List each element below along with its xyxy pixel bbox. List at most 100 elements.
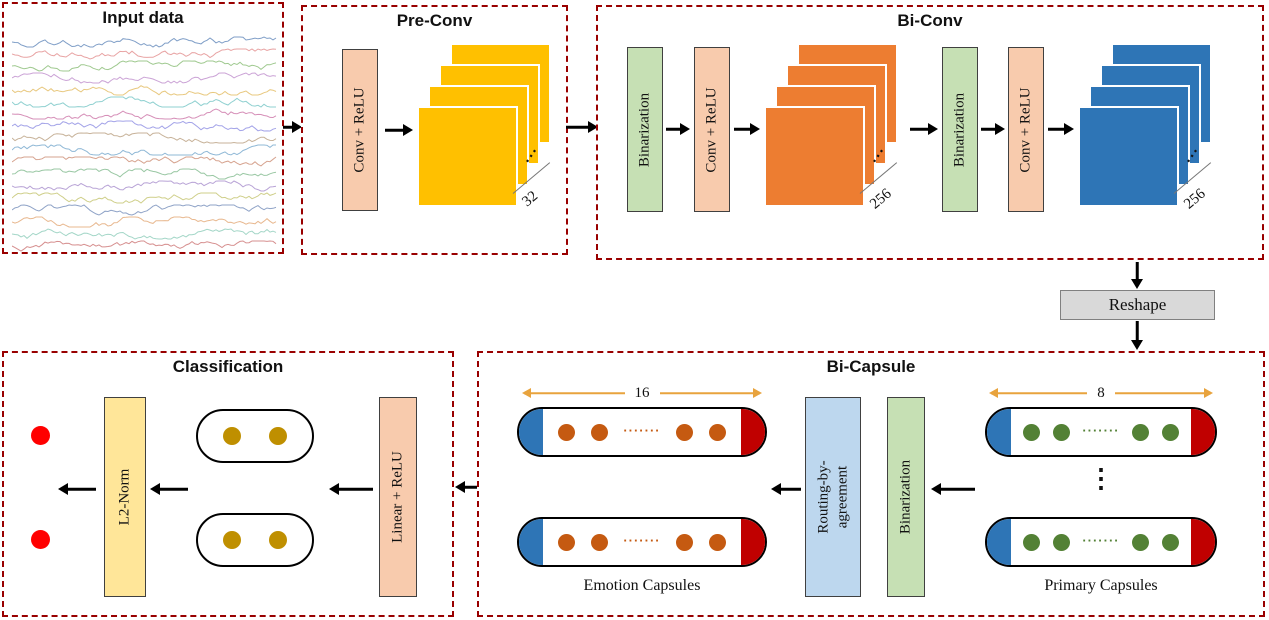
arrow — [981, 122, 1005, 136]
arrow-routing-to-emotion — [771, 482, 801, 496]
capsule-dot — [558, 423, 576, 441]
dim-arrowhead-right — [1204, 388, 1213, 398]
stack-count: 32 — [519, 188, 542, 211]
capsule-dot — [708, 533, 726, 551]
capsule-dot — [1161, 533, 1179, 551]
arrow-primary-to-binarization — [931, 482, 975, 496]
output-dot-2 — [31, 530, 50, 549]
capsule-dot — [1132, 533, 1150, 551]
stack-count: 256 — [1181, 185, 1209, 213]
capsule-left-cap — [987, 409, 1011, 455]
dim-arrowhead-left — [522, 388, 531, 398]
capsule-dot — [590, 423, 608, 441]
arrow-linear-to-capsules — [329, 482, 373, 496]
arrow — [734, 122, 760, 136]
input-data-title: Input data — [102, 8, 184, 27]
feature-map-stack-256a: ··· 256 — [764, 43, 904, 213]
dimension-arrow-16: 16 — [522, 383, 762, 403]
arrow — [666, 122, 690, 136]
capsule-dot — [1052, 533, 1070, 551]
pre-conv-title: Pre-Conv — [396, 11, 473, 30]
l2-norm-box: L2-Norm — [104, 397, 146, 597]
capsule-values: ······· — [543, 533, 741, 551]
output-dot-1 — [31, 426, 50, 445]
capsule-right-cap — [1191, 519, 1215, 565]
pre-conv-panel: Pre-Conv Conv + ReLU ··· 32 — [301, 5, 568, 255]
arrow-l2norm-to-output — [58, 482, 96, 496]
stack-count: 256 — [867, 185, 895, 213]
capsule-left-cap — [519, 409, 543, 455]
capsule-left-cap — [987, 519, 1011, 565]
arrow — [1048, 122, 1074, 136]
capsule-dot — [1161, 423, 1179, 441]
capsule-ellipsis: ······· — [1082, 532, 1120, 548]
binarization-label: Binarization — [636, 92, 653, 167]
feature-map — [764, 106, 865, 207]
capsule-dot — [1132, 423, 1150, 441]
capsule-right-cap — [1191, 409, 1215, 455]
capsule-dot — [269, 427, 287, 445]
capsule-dot — [676, 533, 694, 551]
dim-arrowhead-left — [989, 388, 998, 398]
capsule-dot — [676, 423, 694, 441]
primary-capsules-caption: Primary Capsules — [1044, 577, 1158, 594]
emotion-capsules-caption: Emotion Capsules — [583, 577, 701, 594]
vertical-ellipsis: ⋮ — [1088, 463, 1114, 493]
routing-label-line2: agreement — [834, 465, 850, 529]
binarization-box-2: Binarization — [942, 47, 978, 212]
arrow-biconv-to-reshape — [1130, 262, 1144, 289]
capsule-dot — [558, 533, 576, 551]
routing-by-agreement-label: Routing-by- agreement — [814, 460, 852, 533]
conv-relu-box-2: Conv + ReLU — [1008, 47, 1044, 212]
capsule-dot — [1023, 533, 1041, 551]
class-capsule-2 — [196, 513, 314, 567]
binarization-box-capsule: Binarization — [887, 397, 925, 597]
bi-capsule-title: Bi-Capsule — [826, 357, 916, 376]
bi-conv-title: Bi-Conv — [897, 11, 963, 30]
arrow-capsules-to-l2norm — [150, 482, 188, 496]
classification-panel: Classification Linear + ReLU L2-Norm — [2, 351, 454, 617]
linear-relu-label: Linear + ReLU — [389, 451, 406, 543]
capsule-values: ······· — [1011, 532, 1191, 551]
reshape-label: Reshape — [1108, 295, 1167, 314]
l2-norm-label: L2-Norm — [116, 468, 133, 526]
emotion-capsule-dimension: 16 — [624, 384, 660, 402]
primary-capsule-2: ······· — [985, 517, 1217, 567]
conv-relu-label: Conv + ReLU — [703, 86, 720, 173]
conv-relu-label: Conv + ReLU — [351, 87, 368, 173]
capsule-ellipsis: ······· — [1082, 422, 1120, 438]
capsule-dot — [590, 533, 608, 551]
primary-capsule-dimension: 8 — [1087, 384, 1115, 402]
arrow-reshape-to-bicapsule — [1130, 321, 1144, 350]
conv-relu-box-1: Conv + ReLU — [694, 47, 730, 212]
binarization-label: Binarization — [951, 92, 968, 167]
linear-relu-box: Linear + ReLU — [379, 397, 417, 597]
capsule-left-cap — [519, 519, 543, 565]
arrow — [910, 122, 938, 136]
dim-arrowhead-right — [753, 388, 762, 398]
capsule-values: ······· — [543, 423, 741, 441]
dimension-arrow-8: 8 — [989, 383, 1213, 403]
binarization-label: Binarization — [897, 459, 914, 535]
primary-capsule-1: ······· — [985, 407, 1217, 457]
feature-map — [417, 106, 518, 207]
arrow-conv-to-stack — [385, 123, 413, 137]
routing-label-line1: Routing-by- — [815, 460, 832, 534]
arrow-bicapsule-to-classification — [455, 480, 477, 494]
input-data-panel: Input data — [2, 2, 284, 254]
feature-map-stack-256b: ··· 256 — [1078, 43, 1218, 213]
class-capsule-1 — [196, 409, 314, 463]
capsule-right-cap — [741, 409, 765, 455]
binarization-box-1: Binarization — [627, 47, 663, 212]
conv-relu-box: Conv + ReLU — [342, 49, 378, 211]
reshape-box: Reshape — [1060, 290, 1215, 320]
capsule-dot — [1023, 423, 1041, 441]
eeg-waves — [12, 36, 277, 252]
arrow-preconv-to-biconv — [566, 120, 598, 134]
feature-map — [1078, 106, 1179, 207]
capsule-dot — [223, 531, 241, 549]
conv-relu-label: Conv + ReLU — [1017, 86, 1034, 173]
emotion-capsule-1: ······· — [517, 407, 767, 457]
bi-conv-panel: Bi-Conv Binarization Conv + ReLU ··· 256… — [596, 5, 1264, 260]
